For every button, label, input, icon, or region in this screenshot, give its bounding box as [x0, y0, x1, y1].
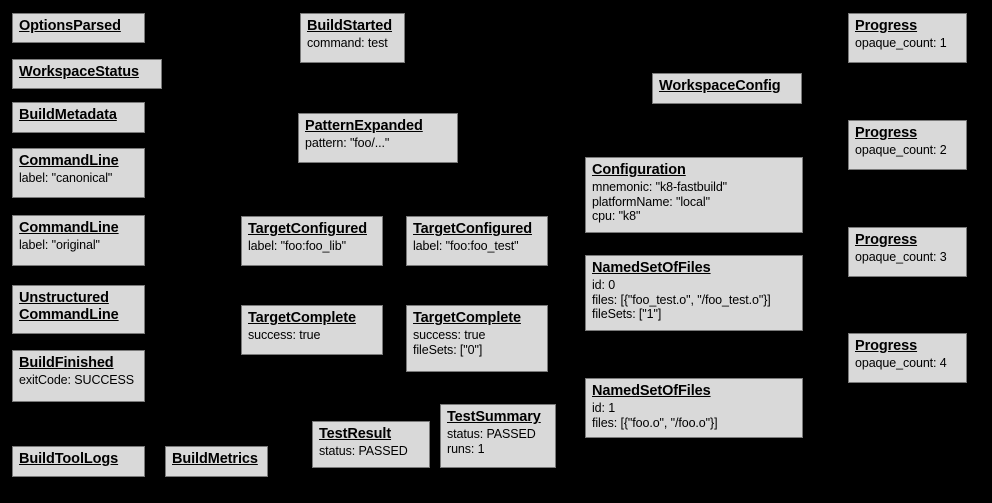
event-node-title: Unstructured CommandLine [19, 290, 119, 323]
event-node-build-tool-logs[interactable]: BuildToolLogs [12, 446, 145, 477]
event-node-options-parsed[interactable]: OptionsParsed [12, 13, 145, 43]
event-node-field: id: 1 [592, 400, 616, 415]
event-node-title: TestResult [319, 426, 392, 442]
event-node-title: TargetConfigured [413, 221, 532, 237]
event-node-field: label: "canonical" [19, 170, 113, 185]
event-node-field: label: "foo:foo_test" [413, 238, 519, 253]
event-node-title: Progress [855, 232, 918, 248]
event-node-title: OptionsParsed [19, 18, 121, 34]
event-node-title: Progress [855, 125, 918, 141]
event-node-field: opaque_count: 4 [855, 355, 947, 370]
event-node-build-metrics[interactable]: BuildMetrics [165, 446, 268, 477]
event-node-title: PatternExpanded [305, 118, 423, 134]
event-node-field: exitCode: SUCCESS [19, 372, 135, 387]
event-node-title: Configuration [592, 162, 686, 178]
event-node-field: label: "original" [19, 237, 100, 252]
event-node-workspace-status[interactable]: WorkspaceStatus [12, 59, 162, 89]
event-node-field: label: "foo:foo_lib" [248, 238, 346, 253]
event-node-field: runs: 1 [447, 441, 485, 456]
event-node-field: status: PASSED [319, 443, 408, 458]
event-node-field: id: 0 [592, 277, 616, 292]
event-node-unstructured-command-line[interactable]: Unstructured CommandLine [12, 285, 145, 334]
event-node-title: BuildFinished [19, 355, 114, 371]
event-node-title: BuildMetadata [19, 107, 117, 123]
event-node-field: fileSets: ["1"] [592, 307, 662, 322]
event-node-field: opaque_count: 1 [855, 35, 947, 50]
event-node-workspace-config[interactable]: WorkspaceConfig [652, 73, 802, 104]
event-node-field: opaque_count: 3 [855, 249, 947, 264]
event-node-title: BuildStarted [307, 18, 393, 34]
event-node-title: NamedSetOfFiles [592, 383, 711, 399]
event-node-field: command: test [307, 35, 388, 50]
event-node-title: BuildMetrics [172, 451, 258, 467]
event-node-title: CommandLine [19, 220, 119, 236]
event-node-field: fileSets: ["0"] [413, 342, 483, 357]
event-node-title: WorkspaceStatus [19, 64, 139, 80]
event-node-title: NamedSetOfFiles [592, 260, 711, 276]
event-node-title: CommandLine [19, 153, 119, 169]
event-node-field: opaque_count: 2 [855, 142, 947, 157]
event-node-field: platformName: "local" [592, 194, 710, 209]
event-node-field: success: true [413, 327, 486, 342]
event-node-title: TargetComplete [248, 310, 356, 326]
event-node-field: files: [{"foo.o", "/foo.o"}] [592, 415, 718, 430]
event-node-field: mnemonic: "k8-fastbuild" [592, 179, 728, 194]
event-node-title: TargetConfigured [248, 221, 367, 237]
event-node-field: pattern: "foo/..." [305, 135, 390, 150]
event-node-title: TargetComplete [413, 310, 521, 326]
event-node-field: cpu: "k8" [592, 209, 641, 224]
event-node-field: status: PASSED [447, 426, 536, 441]
event-node-title: Progress [855, 18, 918, 34]
event-node-field: success: true [248, 327, 321, 342]
event-node-field: files: [{"foo_test.o", "/foo_test.o"}] [592, 292, 771, 307]
event-node-title: TestSummary [447, 409, 541, 425]
event-node-title: BuildToolLogs [19, 451, 119, 467]
event-node-title: WorkspaceConfig [659, 78, 781, 94]
event-node-build-metadata[interactable]: BuildMetadata [12, 102, 145, 133]
event-node-title: Progress [855, 338, 918, 354]
